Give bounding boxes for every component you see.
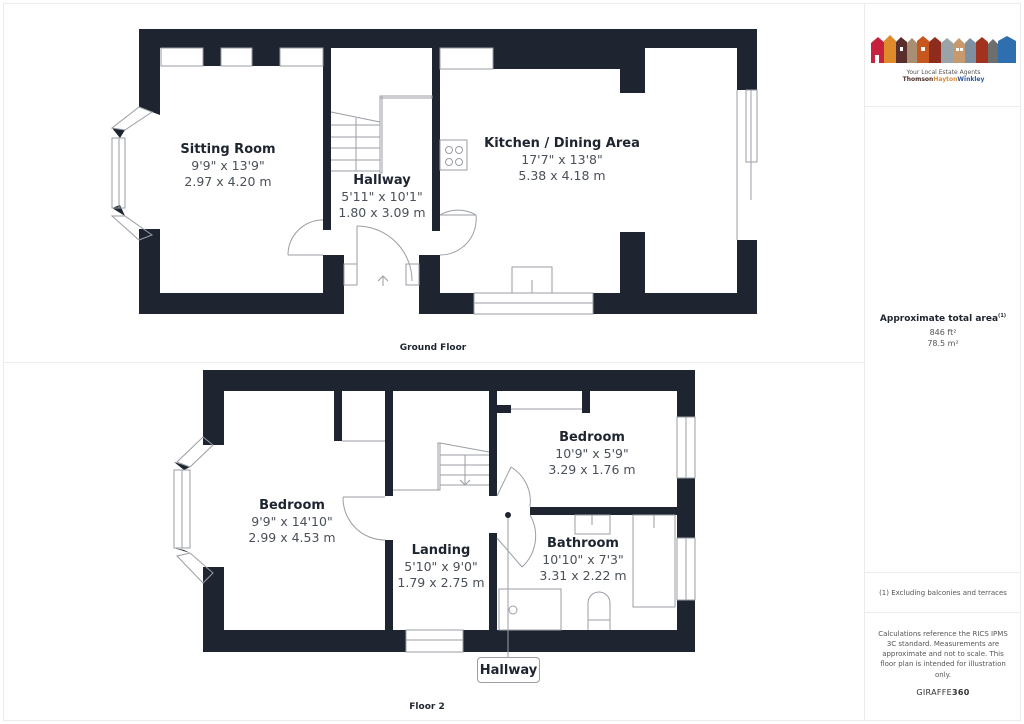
room-dimensions-metric: 2.99 x 4.53 m [248,529,336,545]
room-dimensions-metric: 1.80 x 3.09 m [338,204,426,220]
brand-tagline: Your Local Estate Agents ThomsonHaytonWi… [902,69,985,83]
disclaimer-text: Calculations reference the RICS IPMS 3C … [878,630,1008,679]
room-dimensions-metric: 5.38 x 4.18 m [518,167,606,183]
room-dimensions-imperial: 9'9" x 14'10" [251,514,333,530]
room-dimensions-imperial: 17'7" x 13'8" [521,152,603,168]
room-label-kitchen-dining: Kitchen / Dining Area 17'7" x 13'8" 5.38… [484,136,640,184]
giraffe360-credit: GIRAFFE360 [916,687,970,697]
area-cell: Approximate total area(1) 846 ft² 78.5 m… [865,107,1021,573]
floor-plan-drawing [110,29,758,657]
room-dimensions-metric: 2.97 x 4.20 m [184,173,272,189]
brand-logo: Your Local Estate Agents ThomsonHaytonWi… [865,33,1022,83]
footnote-text: (1) Excluding balconies and terraces [879,589,1007,597]
total-area-sqft: 846 ft² [929,328,957,337]
floor-2-fixtures [173,408,696,657]
total-area-title: Approximate total area(1) [879,313,1007,324]
room-dimensions-imperial: 9'9" x 13'9" [191,158,265,174]
floor-2-walls [174,370,695,652]
room-name: Hallway [353,173,411,188]
room-name: Landing [411,543,471,558]
room-dimensions-imperial: 5'10" x 9'0" [404,559,478,575]
room-label-bedroom-2: Bedroom 10'9" x 5'9" 3.29 x 1.76 m [548,430,635,478]
room-label-bedroom-1: Bedroom 9'9" x 14'10" 2.99 x 4.53 m [248,498,335,546]
room-name: Kitchen / Dining Area [484,136,640,151]
room-name: Sitting Room [180,142,276,157]
hallway-callout-tag: Hallway [477,657,540,683]
room-name: Bedroom [559,430,625,445]
floor-title-ground: Ground Floor [399,343,467,353]
floor-divider [3,362,864,363]
room-label-landing: Landing 5'10" x 9'0" 1.79 x 2.75 m [397,543,484,591]
room-name: Bedroom [259,498,325,513]
room-dimensions-imperial: 10'9" x 5'9" [555,446,629,462]
room-label-hallway: Hallway 5'11" x 10'1" 1.80 x 3.09 m [338,173,425,221]
room-name: Bathroom [547,536,619,551]
total-area-sqm: 78.5 m² [927,339,959,348]
ground-floor-fixtures [110,47,758,315]
floor-plans: Sitting Room 9'9" x 13'9" 2.97 x 4.20 m … [3,29,864,712]
room-dimensions-metric: 3.31 x 2.22 m [539,567,627,583]
room-label-sitting-room: Sitting Room 9'9" x 13'9" 2.97 x 4.20 m [180,142,275,190]
ground-floor-walls [112,29,757,314]
disclaimer-cell: Calculations reference the RICS IPMS 3C … [865,613,1021,721]
callout-anchor-dot [505,512,511,518]
brand-cell: Your Local Estate Agents ThomsonHaytonWi… [865,3,1021,107]
info-sidebar: Your Local Estate Agents ThomsonHaytonWi… [864,3,1021,721]
room-dimensions-metric: 3.29 x 1.76 m [548,461,636,477]
room-dimensions-metric: 1.79 x 2.75 m [397,574,485,590]
total-area-block: Approximate total area(1) 846 ft² 78.5 m… [865,313,1021,348]
footnote-cell: (1) Excluding balconies and terraces [865,573,1021,613]
room-label-bathroom: Bathroom 10'10" x 7'3" 3.31 x 2.22 m [539,536,626,584]
houses-logo-icon [870,35,1016,63]
room-dimensions-imperial: 5'11" x 10'1" [341,189,423,205]
floor-title-floor-2: Floor 2 [409,702,445,712]
room-dimensions-imperial: 10'10" x 7'3" [542,552,624,568]
